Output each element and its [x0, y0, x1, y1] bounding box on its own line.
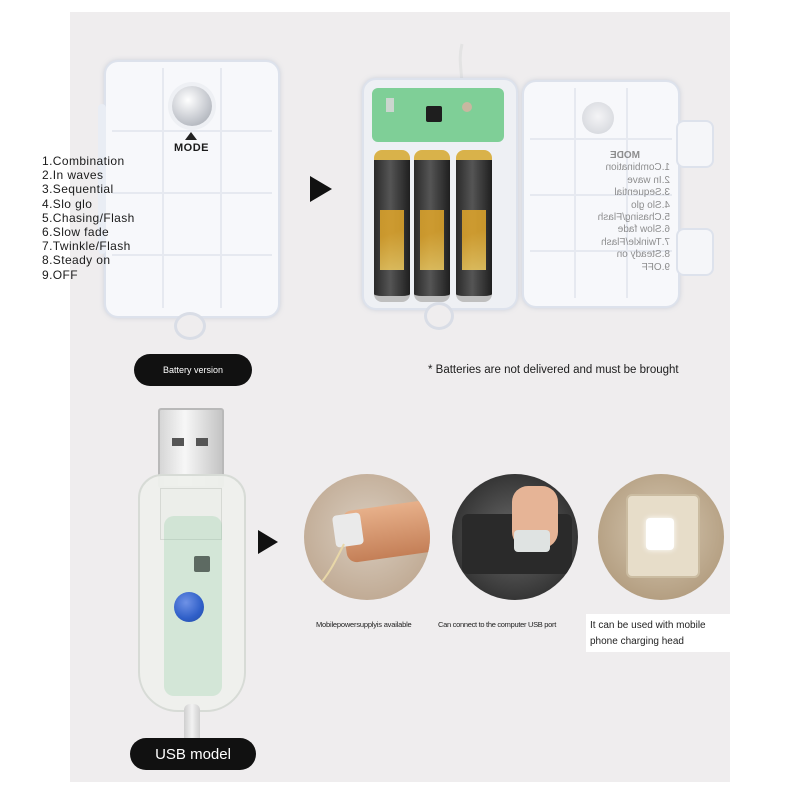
mirrored-mode-item: 8.Steady on [616, 249, 670, 261]
mode-item: 2.In waves [42, 168, 104, 183]
mode-heading: MODE [174, 142, 209, 154]
mode-item: 7.Twinkle/Flash [42, 239, 131, 254]
battery-stripe [420, 210, 444, 270]
mirrored-mode-item: 1.Combination [605, 162, 670, 174]
batteries-note: * Batteries are not delivered and must b… [428, 364, 679, 376]
lid-clip [676, 120, 714, 168]
hang-loop [174, 312, 206, 340]
mirrored-mode-item: 3.Sequential [614, 187, 670, 199]
circuit-board [372, 88, 504, 142]
mode-button-back [582, 102, 614, 134]
mode-item: 3.Sequential [42, 182, 114, 197]
photo-power-bank [304, 474, 430, 600]
caption-charger-line2: phone charging head [590, 636, 684, 647]
mode-item: 5.Chasing/Flash [42, 210, 135, 225]
mode-button[interactable] [172, 86, 212, 126]
mode-item: 4.Slo glo [42, 196, 93, 211]
box-side-tab [98, 104, 106, 254]
battery-version-label: Battery version [162, 365, 224, 375]
caption-usb-port: Can connect to the computer USB port [438, 620, 557, 629]
hang-loop [424, 302, 454, 330]
mirrored-mode-item: 5.Chasing/Flash [597, 212, 670, 224]
mirrored-mode-list: MODE 1.Combination 2.In wave 3.Sequentia… [580, 150, 670, 274]
caption-charger-line1: It can be used with mobile [590, 620, 706, 631]
arrow-right-icon [310, 176, 332, 202]
usb-model-label: USB model [155, 745, 231, 763]
battery-stripe [380, 210, 404, 270]
photo-charging-head [598, 474, 724, 600]
mirrored-mode-item: 9.OFF [641, 261, 670, 273]
photo-usb-port [452, 474, 578, 600]
mirrored-mode-heading: MODE [610, 150, 640, 161]
arrow-right-icon [258, 530, 278, 554]
lid-clip [676, 228, 714, 276]
mode-list: 1.Combination 2.In waves 3.Sequential 4.… [42, 154, 212, 282]
usb-cable [184, 704, 200, 748]
battery-stripe [462, 210, 486, 270]
mode-arrow-icon [185, 132, 197, 140]
mode-item: 8.Steady on [42, 253, 111, 268]
mirrored-mode-item: 4.Slo glo [631, 199, 670, 211]
caption-power-bank: Mobilepowersupplyis available [316, 620, 412, 629]
mode-item: 9.OFF [42, 267, 79, 282]
caption-charger-box [586, 614, 732, 652]
mirrored-mode-item: 7.Twinkle/Flash [601, 236, 670, 248]
mirrored-mode-item: 2.In wave [627, 174, 670, 186]
mirrored-mode-item: 6.Slow fade [617, 224, 670, 236]
battery-version-pill: Battery version [134, 354, 252, 386]
mode-item: 1.Combination [42, 154, 125, 168]
mode-item: 6.Slow fade [42, 225, 110, 240]
usb-model-pill: USB model [130, 738, 256, 770]
usb-mode-button[interactable] [174, 592, 204, 622]
